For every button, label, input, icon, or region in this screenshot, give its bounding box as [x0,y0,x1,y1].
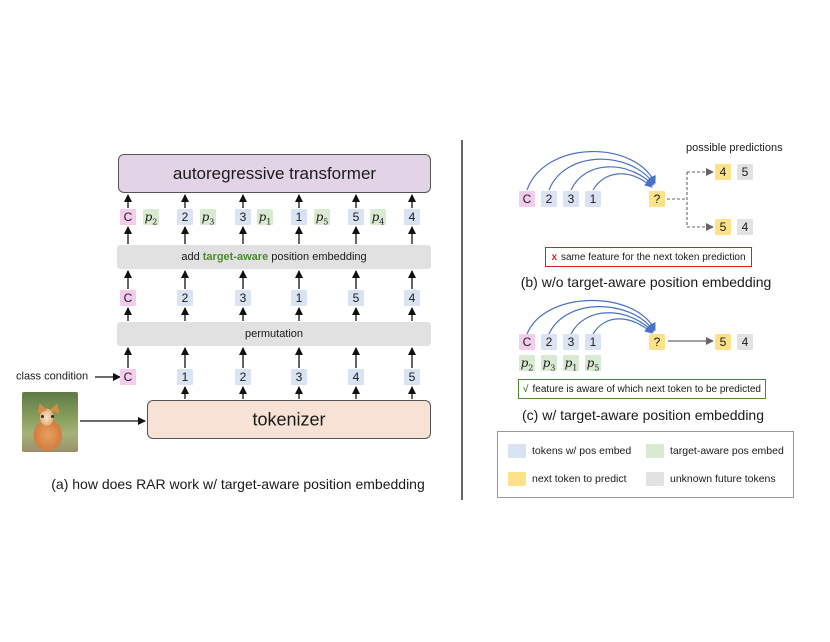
panel-c-pos-token: p3 [541,355,557,373]
x-mark: x [551,251,557,263]
tokenizer-label: tokenizer [252,409,326,429]
panel-c-query-token: ? [649,334,665,350]
panel-b-query-token: ? [649,191,665,207]
middle-row-token: 1 [291,290,307,306]
panel-b-context-token: 1 [585,191,601,207]
panel-c-pos-token: p2 [519,355,535,373]
top-row-token: 5 [348,209,364,225]
caption-c: (c) w/ target-aware position embedding [521,407,765,423]
tokenizer-box: tokenizer [147,400,431,439]
panel-c-pos-token: p5 [585,355,601,373]
bottom-row-class-token: C [120,369,136,385]
bottom-row-token: 1 [177,369,193,385]
panel-c-attention-arcs [526,299,656,335]
embedding-bar-suffix: position embedding [268,251,367,263]
legend-label: target-aware pos embed [670,445,784,457]
class-condition-label: class condition [16,370,89,383]
panel-c-prediction-next: 5 [715,334,731,350]
panel-b-prediction-1-next: 4 [715,164,731,180]
middle-row-token: 2 [177,290,193,306]
legend-swatch-gray [646,472,664,486]
panel-a-arrows [124,194,416,399]
top-row-token: 1 [291,209,307,225]
top-row-pos-token: p3 [200,209,216,227]
panel-b-context-token: 2 [541,191,557,207]
panel-b-prediction-2-future: 4 [737,219,753,235]
top-row-token: 4 [404,209,420,225]
panel-c-context-token: 3 [563,334,579,350]
embedding-bar-label: add target-aware position embedding [181,251,366,263]
kitten-image [22,392,78,452]
panel-c-prediction-future: 4 [737,334,753,350]
top-row-pos-token: p1 [257,209,273,227]
panel-c-context-token: 1 [585,334,601,350]
legend-label: unknown future tokens [670,473,776,485]
possible-predictions-label: possible predictions [686,142,783,154]
check-mark: √ [523,383,529,395]
transformer-label: autoregressive transformer [172,163,377,183]
top-row-token: 3 [235,209,251,225]
bottom-row-token: 3 [291,369,307,385]
transformer-box: autoregressive transformer [118,154,431,193]
panel-b-note: x same feature for the next token predic… [545,247,752,267]
panel-b-context-token: C [519,191,535,207]
middle-row-token: 3 [235,290,251,306]
bottom-row-token: 5 [404,369,420,385]
panel-b-prediction-1-future: 5 [737,164,753,180]
middle-row-token: 5 [348,290,364,306]
middle-row-token: 4 [404,290,420,306]
target-aware-highlight: target-aware [202,251,269,263]
top-row-class-token: C [120,209,136,225]
middle-row-class-token: C [120,290,136,306]
caption-b: (b) w/o target-aware position embedding [520,274,772,290]
panel-b-context-token: 3 [563,191,579,207]
panel-c-pos-token: p1 [563,355,579,373]
legend-swatch-green [646,444,664,458]
legend: tokens w/ pos embed target-aware pos embe… [497,431,794,498]
legend-swatch-blue [508,444,526,458]
panel-b-prediction-2-next: 5 [715,219,731,235]
bottom-row-token: 2 [235,369,251,385]
panel-b-note-text: same feature for the next token predicti… [561,251,746,263]
panel-c-context-token: 2 [541,334,557,350]
panel-b-prediction-arrows [667,168,714,231]
embedding-bar-prefix: add [181,251,203,263]
top-row-token: 2 [177,209,193,225]
top-row-pos-token: p2 [143,209,159,227]
panel-b-attention-arcs [526,151,656,191]
bottom-row-token: 4 [348,369,364,385]
top-row-pos-token: p4 [370,209,386,227]
top-row-pos-token: p5 [314,209,330,227]
panel-c-note-text: feature is aware of which next token to … [532,383,761,395]
embedding-bar: add target-aware position embedding [117,245,431,269]
legend-swatch-yellow [508,472,526,486]
caption-a: (a) how does RAR work w/ target-aware po… [51,476,425,492]
panel-c-context-token: C [519,334,535,350]
legend-label: tokens w/ pos embed [532,445,632,457]
legend-label: next token to predict [532,473,627,485]
permutation-label: permutation [244,328,304,340]
panel-c-note: √ feature is aware of which next token t… [518,379,766,399]
permutation-bar: permutation [117,322,431,346]
